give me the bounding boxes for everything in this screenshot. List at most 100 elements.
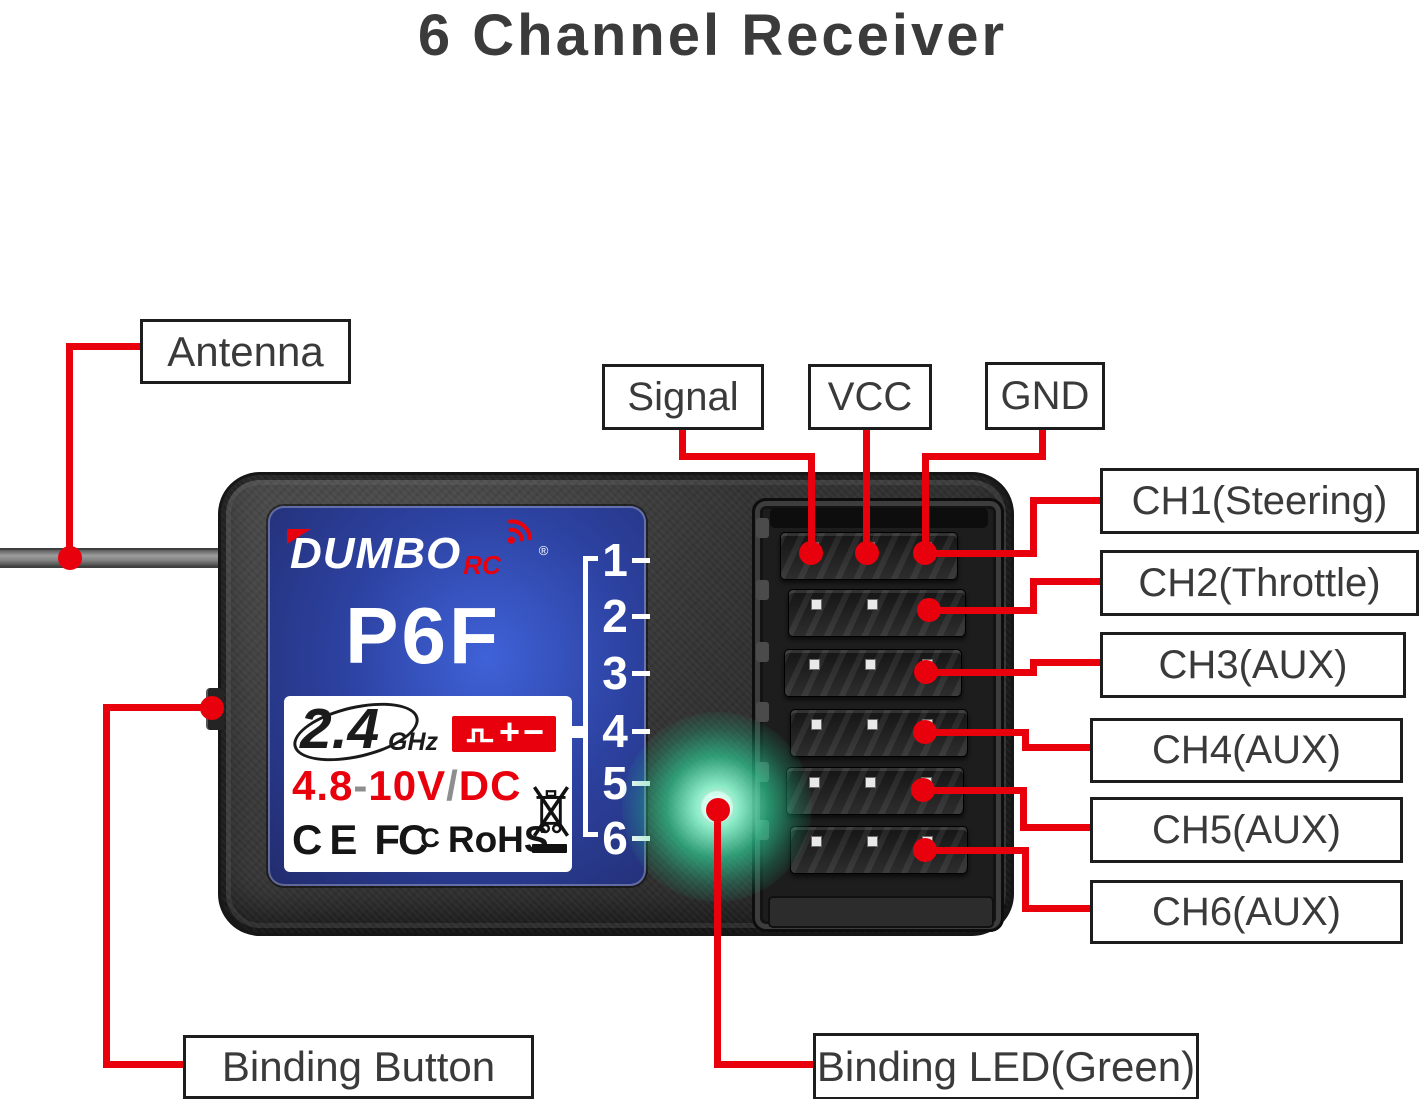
callout-dot-binding-button (200, 696, 224, 720)
registered-mark: ® (538, 543, 549, 558)
callout-dot-gnd-ch1 (913, 541, 937, 565)
callout-dot-ch2 (917, 598, 941, 622)
channel-tick (632, 671, 650, 676)
callout-line-ch3 (1030, 659, 1102, 666)
weee-crossed-bin-icon (530, 784, 572, 847)
ce-mark: CE (292, 816, 365, 863)
rohs-mark: RoHS (447, 819, 549, 860)
callout-line-ch3 (1030, 659, 1037, 676)
callout-gnd: GND (985, 362, 1105, 430)
wifi-signal-icon (490, 506, 544, 561)
callout-ch4: CH4(AUX) (1090, 718, 1403, 783)
fcc-mark: FCC (374, 816, 439, 863)
callout-line-binding-led (714, 1061, 815, 1068)
channel-bracket-tab (567, 726, 584, 738)
callout-dot-ch6 (913, 838, 937, 862)
latch-bump (756, 518, 769, 538)
pin (811, 719, 822, 730)
callout-line-binding-led (714, 806, 721, 1068)
channel-number: 2 (602, 590, 628, 642)
callout-line-ch6 (1022, 905, 1092, 912)
product-label: DUMBO RC ® P6F 2.4 GHz + − (268, 506, 646, 886)
callout-line-ch5 (1020, 787, 1027, 831)
brand-logo: DUMBO RC ® (287, 519, 549, 580)
pin (865, 777, 876, 788)
pin (809, 659, 820, 670)
pin (865, 659, 876, 670)
voltage-text: 4.8-10V/DC (292, 762, 522, 809)
callout-line-ch3 (925, 669, 1037, 676)
callout-line-gnd (1039, 420, 1046, 460)
model-name: P6F (345, 591, 501, 680)
channel-number: 3 (602, 647, 628, 699)
callout-line-ch2 (928, 607, 1037, 614)
callout-line-ch4 (1022, 729, 1029, 751)
callout-vcc: VCC (808, 364, 932, 430)
callout-line-signal (679, 420, 686, 460)
page-title: 6 Channel Receiver (417, 3, 1008, 68)
latch-bump (756, 702, 769, 722)
callout-dot-antenna (58, 546, 82, 570)
callout-line-ch5 (922, 787, 1027, 794)
callout-dot-ch5 (911, 778, 935, 802)
callout-dot-signal (799, 541, 823, 565)
pin (867, 836, 878, 847)
channel-tick (632, 614, 650, 619)
callout-line-signal (808, 453, 815, 553)
channel-bracket-line (583, 556, 588, 837)
antenna-wire (0, 548, 240, 568)
callout-line-ch1 (1030, 497, 1102, 504)
channel-bracket-bottom-tick (583, 832, 598, 837)
callout-line-ch6 (924, 847, 1029, 854)
callout-line-binding-button (103, 1061, 185, 1068)
callout-ch6: CH6(AUX) (1090, 880, 1403, 944)
frequency-value: 2.4 (300, 697, 380, 761)
callout-line-ch6 (1022, 847, 1029, 912)
callout-line-gnd (922, 453, 929, 553)
channel-tick (632, 558, 650, 563)
spec-box: 2.4 GHz + − 4.8-10V/DC CE FCC RoHS (284, 692, 572, 872)
latch-bump (756, 642, 769, 662)
callout-ch2: CH2(Throttle) (1100, 550, 1419, 616)
callout-line-ch2 (1030, 578, 1037, 614)
connector-bottom-ledge (768, 896, 994, 928)
callout-line-ch4 (1022, 744, 1092, 751)
callout-line-gnd (922, 453, 1046, 460)
pin (811, 836, 822, 847)
callout-dot-binding-led (706, 798, 730, 822)
pin (809, 777, 820, 788)
latch-bump (756, 580, 769, 600)
certification-row: CE FCC RoHS (292, 816, 549, 864)
pin (867, 599, 878, 610)
connector-row-ch3 (784, 649, 962, 697)
channel-number: 4 (602, 705, 628, 757)
callout-line-antenna (66, 343, 144, 350)
callout-ch1: CH1(Steering) (1100, 468, 1419, 534)
callout-line-ch2 (1030, 578, 1102, 585)
connector-slot (770, 508, 988, 528)
callout-dot-vcc (855, 541, 879, 565)
callout-antenna: Antenna (140, 319, 351, 384)
pulse-waveform-icon (466, 728, 494, 743)
callout-binding-button: Binding Button (183, 1035, 534, 1099)
callout-dot-ch4 (913, 720, 937, 744)
channel-number: 1 (602, 534, 628, 586)
frequency-unit: GHz (388, 728, 438, 756)
callout-line-ch1 (925, 550, 1037, 557)
callout-line-ch5 (1020, 824, 1092, 831)
callout-line-ch1 (1030, 497, 1037, 557)
callout-ch3: CH3(AUX) (1100, 632, 1406, 698)
brand-suffix: RC (463, 550, 501, 580)
pin (811, 599, 822, 610)
callout-line-signal (679, 453, 815, 460)
callout-binding-led: Binding LED(Green) (813, 1033, 1199, 1099)
callout-line-ch4 (924, 729, 1029, 736)
callout-line-binding-button (103, 704, 110, 1068)
callout-signal: Signal (602, 364, 764, 430)
channel-bracket-top-tick (583, 556, 598, 561)
callout-ch5: CH5(AUX) (1090, 797, 1403, 863)
pin (867, 719, 878, 730)
brand-name: DUMBO (287, 529, 461, 576)
callout-line-binding-button (103, 704, 215, 711)
